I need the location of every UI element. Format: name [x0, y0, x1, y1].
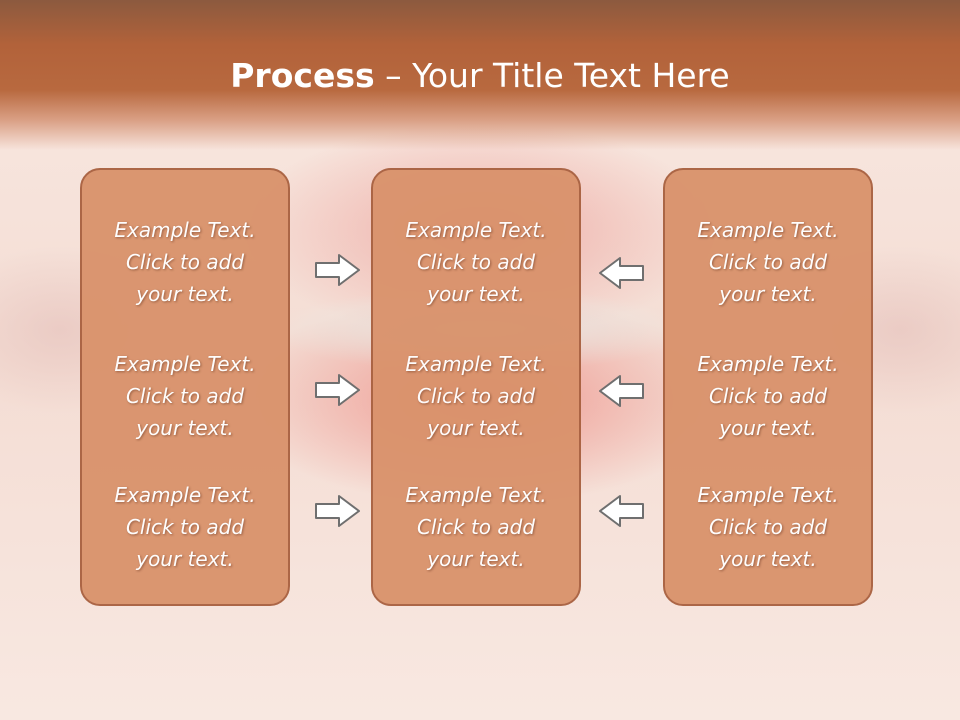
text-line: your text. — [719, 282, 817, 306]
text-line: Click to add — [125, 250, 245, 274]
text-line: Click to add — [416, 250, 536, 274]
text-line: your text. — [427, 416, 525, 440]
middle-panel: Example Text. Click to add your text. Ex… — [371, 168, 581, 606]
title-bar — [0, 0, 960, 150]
right-text-1[interactable]: Example Text. Click to add your text. — [665, 214, 871, 310]
text-line: your text. — [136, 547, 234, 571]
text-line: Click to add — [125, 515, 245, 539]
text-line: Click to add — [416, 384, 536, 408]
text-line: Example Text. — [114, 218, 256, 242]
text-line: Click to add — [708, 515, 828, 539]
middle-text-1[interactable]: Example Text. Click to add your text. — [373, 214, 579, 310]
left-text-3[interactable]: Example Text. Click to add your text. — [82, 479, 288, 575]
left-arrow-icon — [599, 375, 644, 407]
text-line: Example Text. — [697, 483, 839, 507]
text-line: Click to add — [416, 515, 536, 539]
text-line: Click to add — [708, 384, 828, 408]
text-line: Example Text. — [405, 483, 547, 507]
title-bold: Process — [230, 56, 375, 95]
right-arrow-icon — [315, 254, 360, 286]
text-line: Example Text. — [114, 352, 256, 376]
text-line: your text. — [136, 282, 234, 306]
text-line: Example Text. — [405, 218, 547, 242]
text-line: your text. — [427, 282, 525, 306]
text-line: your text. — [136, 416, 234, 440]
text-line: your text. — [719, 547, 817, 571]
middle-text-3[interactable]: Example Text. Click to add your text. — [373, 479, 579, 575]
text-line: Example Text. — [405, 352, 547, 376]
text-line: Example Text. — [114, 483, 256, 507]
left-text-1[interactable]: Example Text. Click to add your text. — [82, 214, 288, 310]
right-arrow-icon — [315, 374, 360, 406]
text-line: your text. — [427, 547, 525, 571]
title-rest: – Your Title Text Here — [374, 56, 730, 95]
text-line: Click to add — [125, 384, 245, 408]
left-text-2[interactable]: Example Text. Click to add your text. — [82, 348, 288, 444]
slide-title[interactable]: Process – Your Title Text Here — [0, 54, 960, 98]
right-text-3[interactable]: Example Text. Click to add your text. — [665, 479, 871, 575]
right-text-2[interactable]: Example Text. Click to add your text. — [665, 348, 871, 444]
text-line: Example Text. — [697, 218, 839, 242]
text-line: Click to add — [708, 250, 828, 274]
right-arrow-icon — [315, 495, 360, 527]
middle-text-2[interactable]: Example Text. Click to add your text. — [373, 348, 579, 444]
text-line: your text. — [719, 416, 817, 440]
left-arrow-icon — [599, 257, 644, 289]
left-panel: Example Text. Click to add your text. Ex… — [80, 168, 290, 606]
text-line: Example Text. — [697, 352, 839, 376]
right-panel: Example Text. Click to add your text. Ex… — [663, 168, 873, 606]
left-arrow-icon — [599, 495, 644, 527]
